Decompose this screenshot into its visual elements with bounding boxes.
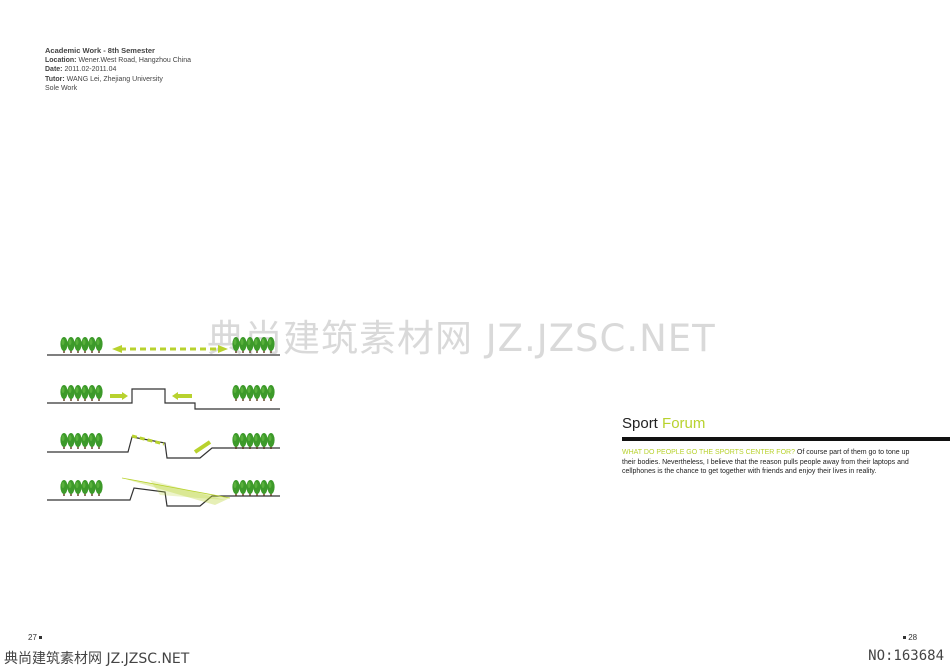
- page-marker-icon: [903, 636, 906, 640]
- diagram-row-4: [47, 477, 280, 507]
- title-rule: [622, 437, 950, 441]
- section-title: Sport Forum: [622, 415, 706, 432]
- project-location: Location: Wener.West Road, Hangzhou Chin…: [45, 56, 192, 64]
- footer-number: NO:163684: [868, 648, 944, 664]
- diagram-row-2: [47, 385, 280, 410]
- project-tutor: Tutor: WANG Lei, Zhejiang University: [45, 75, 163, 83]
- section-diagram: [47, 330, 280, 507]
- project-meta: Academic Work - 8th Semester Location: W…: [45, 46, 191, 94]
- project-title: Academic Work - 8th Semester: [45, 46, 155, 55]
- project-date: Date: 2011.02-2011.04: [45, 66, 117, 74]
- watermark: 典尚建筑素材网 JZ.JZSC.NET: [207, 317, 716, 360]
- page-number-left: 27: [28, 633, 43, 642]
- page-marker-icon: [39, 636, 43, 640]
- section-question: WHAT DO PEOPLE GO THE SPORTS CENTER FOR?: [622, 449, 795, 456]
- section-body: WHAT DO PEOPLE GO THE SPORTS CENTER FOR?…: [622, 448, 922, 477]
- diagram-row-1: [47, 337, 280, 356]
- diagram-row-3: [47, 433, 280, 459]
- page-number-right: 28: [903, 633, 917, 642]
- project-extra: Sole Work: [45, 85, 78, 93]
- footer-brand: 典尚建筑素材网 JZ.JZSC.NET: [4, 651, 190, 667]
- section-paragraph: Of course part of them go to tone up the…: [622, 449, 910, 476]
